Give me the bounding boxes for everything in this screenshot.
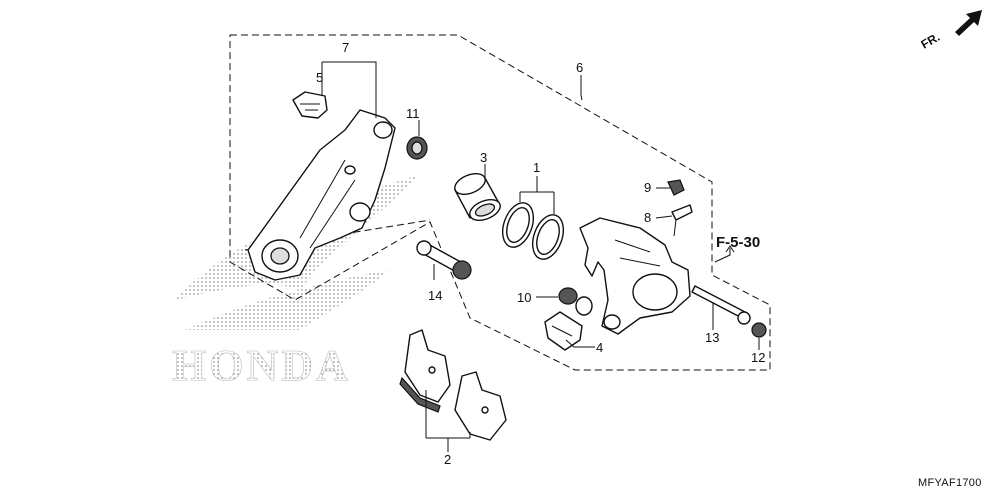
front-direction-label: FR. <box>919 30 943 52</box>
brake-pads <box>399 329 507 441</box>
front-direction-arrow <box>955 10 982 36</box>
leader-lines <box>321 61 760 452</box>
callout-14: 14 <box>428 288 442 303</box>
callout-10: 10 <box>517 290 531 305</box>
callout-6: 6 <box>576 60 583 75</box>
callout-13: 13 <box>705 330 719 345</box>
reference-label: F-5-30 <box>716 234 760 251</box>
callout-12: 12 <box>751 350 765 365</box>
callout-3: 3 <box>480 150 487 165</box>
caliper-assembly-outline <box>229 34 771 371</box>
piston-seals <box>501 202 565 260</box>
diagram-code: MFYAF1700 <box>918 477 982 489</box>
callout-4: 4 <box>596 340 603 355</box>
caliper-piston <box>454 173 501 221</box>
callout-1: 1 <box>533 160 540 175</box>
retainer-clip <box>292 91 328 119</box>
callout-5: 5 <box>316 70 323 85</box>
callout-2: 2 <box>444 452 451 467</box>
honda-watermark-text: HONDA <box>172 341 351 390</box>
slide-pin-boot <box>751 322 767 338</box>
callout-11: 11 <box>406 106 420 121</box>
bleeder-screw <box>671 204 693 237</box>
callout-7: 7 <box>342 40 349 55</box>
caliper-pin <box>416 240 472 280</box>
callout-9: 9 <box>644 180 651 195</box>
pad-spring <box>544 311 583 351</box>
caliper-bracket <box>247 109 396 281</box>
callout-8: 8 <box>644 210 651 225</box>
caliper-plug <box>558 287 593 316</box>
slide-pin <box>691 285 751 325</box>
bleeder-cap <box>667 179 685 196</box>
pin-boot <box>406 136 428 160</box>
caliper-body <box>579 217 691 335</box>
